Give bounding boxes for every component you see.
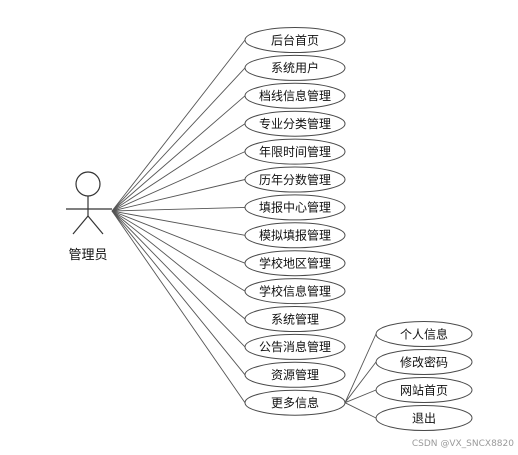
- use-case-resources: 资源管理: [244, 361, 346, 388]
- connector-duration: [111, 151, 246, 212]
- use-case-more-info: 更多信息: [244, 389, 346, 416]
- use-case-label: 历年分数管理: [259, 172, 331, 187]
- use-case-ellipse: [244, 306, 346, 332]
- use-case-ellipse: [244, 361, 346, 388]
- actor-figure: 管理员: [66, 171, 112, 263]
- sub-use-case-ellipse: [375, 405, 473, 431]
- use-cases: 后台首页系统用户档线信息管理专业分类管理年限时间管理历年分数管理填报中心管理模拟…: [244, 27, 346, 416]
- use-case-ellipse: [244, 82, 346, 109]
- use-case-ellipse: [244, 110, 346, 137]
- connector-lines: [111, 39, 377, 419]
- sub-use-case-label: 退出: [412, 411, 436, 425]
- use-case-ellipse: [244, 333, 346, 360]
- use-case-label: 年限时间管理: [259, 144, 331, 159]
- use-case-ellipse: [244, 250, 346, 277]
- use-case-ellipse: [244, 166, 346, 193]
- connector-logout: [344, 402, 377, 419]
- use-case-label: 更多信息: [271, 395, 319, 410]
- connector-mock-application: [111, 210, 246, 236]
- sub-use-case-personal-info: 个人信息: [375, 321, 473, 347]
- actor-head: [75, 171, 101, 197]
- connector-resources: [111, 210, 246, 376]
- connector-major-category: [111, 123, 246, 212]
- use-case-historical-scores: 历年分数管理: [244, 166, 346, 193]
- use-case-ellipse: [244, 194, 346, 221]
- use-case-label: 系统管理: [271, 311, 319, 326]
- use-case-label: 后台首页: [271, 32, 319, 47]
- connector-system-users: [111, 67, 246, 212]
- connector-application-center: [111, 206, 246, 212]
- watermark: CSDN @VX_SNCX8820: [412, 439, 514, 449]
- use-case-system-users: 系统用户: [244, 54, 346, 81]
- use-case-label: 系统用户: [271, 60, 319, 75]
- sub-use-case-logout: 退出: [375, 405, 473, 431]
- connector-cutoff-score: [111, 95, 246, 212]
- use-case-system-mgmt: 系统管理: [244, 306, 346, 332]
- sub-use-case-label: 修改密码: [400, 354, 448, 369]
- use-case-label: 公告消息管理: [259, 339, 331, 354]
- connector-system-mgmt: [111, 210, 246, 320]
- sub-use-case-ellipse: [375, 377, 473, 403]
- connector-change-password: [344, 361, 377, 403]
- use-case-label: 档线信息管理: [259, 88, 331, 103]
- use-case-school-info: 学校信息管理: [244, 278, 346, 305]
- sub-use-case-ellipse: [375, 321, 473, 347]
- use-case-school-region: 学校地区管理: [244, 250, 346, 277]
- sub-use-case-site-home: 网站首页: [375, 377, 473, 403]
- use-case-label: 学校信息管理: [259, 283, 331, 298]
- sub-use-case-change-password: 修改密码: [375, 349, 473, 375]
- use-case-duration: 年限时间管理: [244, 138, 346, 165]
- sub-use-case-label: 网站首页: [400, 383, 448, 397]
- connector-personal-info: [344, 333, 377, 403]
- connector-school-region: [111, 210, 246, 264]
- connector-more-info: [111, 210, 246, 403]
- use-case-ellipse: [244, 278, 346, 305]
- use-case-ellipse: [244, 27, 346, 53]
- use-case-ellipse: [244, 389, 346, 416]
- use-case-ellipse: [244, 54, 346, 81]
- connector-historical-scores: [111, 179, 246, 212]
- actor-label: 管理员: [68, 248, 107, 263]
- use-case-label: 学校地区管理: [259, 256, 331, 271]
- connector-site-home: [344, 389, 377, 404]
- use-case-cutoff-score: 档线信息管理: [244, 82, 346, 109]
- sub-use-case-ellipse: [375, 349, 473, 375]
- use-case-label: 资源管理: [271, 367, 319, 382]
- use-case-major-category: 专业分类管理: [244, 110, 346, 137]
- connector-school-info: [111, 210, 246, 292]
- use-case-ellipse: [244, 138, 346, 165]
- actor-left-leg: [72, 215, 89, 235]
- use-case-mock-application: 模拟填报管理: [244, 222, 346, 249]
- use-case-label: 专业分类管理: [259, 116, 331, 131]
- use-case-label: 模拟填报管理: [259, 228, 331, 243]
- use-case-ellipse: [244, 222, 346, 249]
- connector-home: [111, 39, 246, 212]
- use-case-home: 后台首页: [244, 27, 346, 53]
- connector-announcements: [111, 210, 246, 348]
- actor-right-leg: [87, 215, 104, 235]
- use-case-label: 填报中心管理: [259, 200, 331, 215]
- use-case-announcements: 公告消息管理: [244, 333, 346, 360]
- sub-use-case-label: 个人信息: [400, 326, 448, 341]
- use-case-application-center: 填报中心管理: [244, 194, 346, 221]
